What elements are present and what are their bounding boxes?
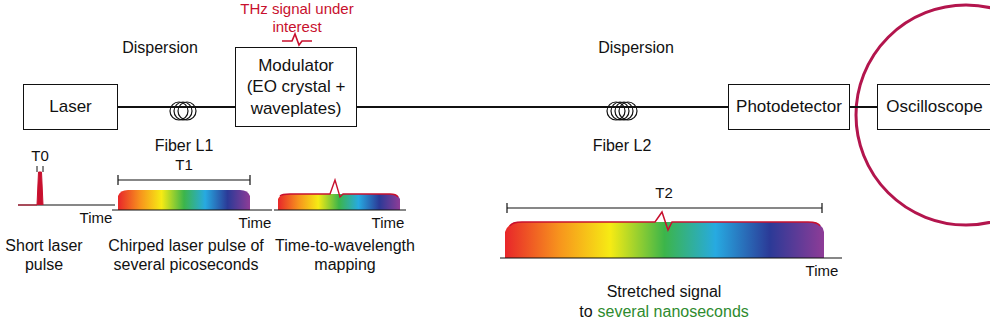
width-bracket [37,166,43,172]
stretched-pulse [505,222,824,258]
fiber-coil [170,102,196,120]
fiber-label: Fiber L1 [155,136,214,155]
fiber-connection [850,106,877,108]
axis-label: Time [372,214,405,232]
thz-imprint [280,180,398,197]
process-box: Laser [23,84,118,130]
signal-label: THz signal under interest [222,0,372,36]
process-box: Photodetector [728,84,850,130]
highlight-circle [856,5,990,225]
axis-label: Time [239,214,272,232]
chirped-pulse [118,190,250,210]
box-label: Oscilloscope [886,96,982,117]
thz-imprint [510,212,820,230]
time-axis [274,209,406,210]
axis-label: Time [80,209,113,227]
duration-label: T1 [175,156,193,174]
process-box: Modulator (EO crystal + waveplates) [235,47,357,127]
box-label: Modulator (EO crystal + waveplates) [246,55,346,119]
box-label: Laser [49,96,92,117]
edge-label: Dispersion [598,38,674,57]
duration-label: T0 [31,147,49,165]
caption: several nanoseconds [598,302,749,321]
width-bracket [118,175,250,185]
duration-label: T2 [655,184,673,202]
thz-pulse [282,34,312,45]
fiber-label: Fiber L2 [593,136,652,155]
process-box: Oscilloscope [877,84,990,130]
axis-label: Time [806,262,839,280]
fiber-coil [607,102,637,120]
time-axis [500,257,842,258]
width-bracket [507,203,822,213]
caption: Chirped laser pulse of several picosecon… [91,236,281,274]
caption: Short laser pulse [1,236,87,274]
caption: Time-to-wavelength mapping [265,236,425,274]
fiber-connection [357,106,728,108]
edge-label: Dispersion [122,38,198,57]
caption: Stretched signal [607,282,722,301]
fiber-connection [118,106,235,108]
caption: to [579,302,592,321]
mapped-pulse [278,194,400,210]
short-pulse [18,172,43,205]
time-axis [112,209,272,210]
box-label: Photodetector [736,96,842,117]
